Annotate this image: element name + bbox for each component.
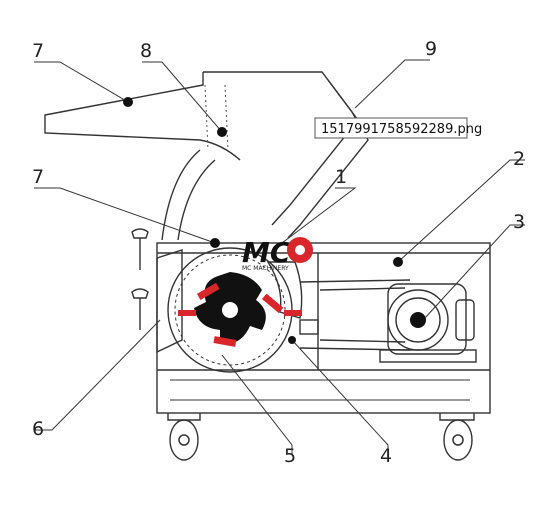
logo-letters: MC <box>242 236 291 269</box>
callout-9: 9 <box>425 38 437 60</box>
rotor <box>178 272 302 347</box>
filename-box: 1517991758592289.png <box>314 117 482 139</box>
callout-numbers: 7 8 9 7 1 2 3 6 5 4 <box>32 38 525 467</box>
belt-drive <box>299 279 411 351</box>
machine-frame <box>156 242 491 414</box>
callout-5: 5 <box>284 445 296 467</box>
callout-8: 8 <box>140 40 152 62</box>
callout-7-top: 7 <box>32 40 44 62</box>
motor <box>379 283 477 363</box>
wheels <box>167 413 475 461</box>
callout-2: 2 <box>513 148 525 170</box>
callout-1: 1 <box>335 166 347 188</box>
callout-6: 6 <box>32 418 44 440</box>
callout-4: 4 <box>380 445 392 467</box>
lid-clamps <box>131 228 149 330</box>
logo-caption: MC MACHINERY <box>242 265 289 272</box>
filename-label: 1517991758592289.png <box>321 122 482 137</box>
leader-dots <box>123 97 403 344</box>
callout-7-mid: 7 <box>32 166 44 188</box>
leader-lines <box>34 59 525 455</box>
callout-3: 3 <box>513 211 525 233</box>
watermark-logo: MC MC MACHINERY <box>242 236 313 272</box>
